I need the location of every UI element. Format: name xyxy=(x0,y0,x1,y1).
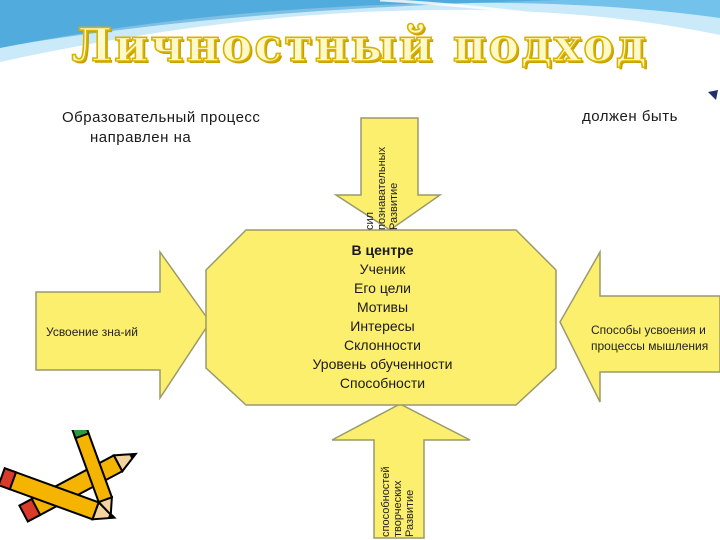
left-arrow-label: Усвоение зна-ий xyxy=(46,325,138,339)
center-item: Уровень обученности xyxy=(312,356,453,372)
center-item: Его цели xyxy=(354,280,411,296)
top-arrow xyxy=(333,117,443,231)
bottom-arrow-line: способностей xyxy=(380,466,392,538)
center-item: Ученик xyxy=(359,261,406,277)
process-direction-label: Образовательный процесс направлен на xyxy=(62,108,260,148)
page-title: Личностный подход xyxy=(71,17,649,73)
center-block: В центре Ученик Его цели Мотивы Интересы… xyxy=(290,241,475,393)
must-be-label: должен быть xyxy=(582,108,678,125)
left-arrow xyxy=(35,249,211,401)
center-item: Склонности xyxy=(344,337,421,353)
top-arrow-label: Развитие познавательных сил xyxy=(364,118,400,230)
header-wave-decoration xyxy=(0,0,720,62)
right-arrow-label: Способы усвоения и процессы мышления xyxy=(591,322,708,354)
bottom-arrow-line: Развитие xyxy=(404,489,416,537)
top-arrow-line: сил xyxy=(364,211,376,230)
right-arrow-line: Способы усвоения и xyxy=(591,323,706,337)
center-item: Способности xyxy=(339,375,426,391)
pen-nib-icon xyxy=(708,90,718,100)
center-item: Мотивы xyxy=(356,299,409,315)
process-direction-line-2: направлен на xyxy=(90,129,192,146)
right-arrow-line: процессы мышления xyxy=(591,339,709,353)
right-arrow xyxy=(559,249,720,403)
center-item: Интересы xyxy=(350,318,415,334)
top-arrow-line: Развитие xyxy=(388,182,400,230)
process-direction-line-1: Образовательный процесс xyxy=(62,109,261,126)
center-heading: В центре xyxy=(351,242,414,258)
pencils-icon xyxy=(0,430,138,523)
top-arrow-line: познавательных xyxy=(376,146,388,230)
bottom-arrow xyxy=(331,403,471,539)
bottom-arrow-label: Развитие творческих способностей xyxy=(380,432,416,538)
bottom-arrow-line: творческих xyxy=(392,480,404,537)
center-octagon xyxy=(205,229,557,406)
